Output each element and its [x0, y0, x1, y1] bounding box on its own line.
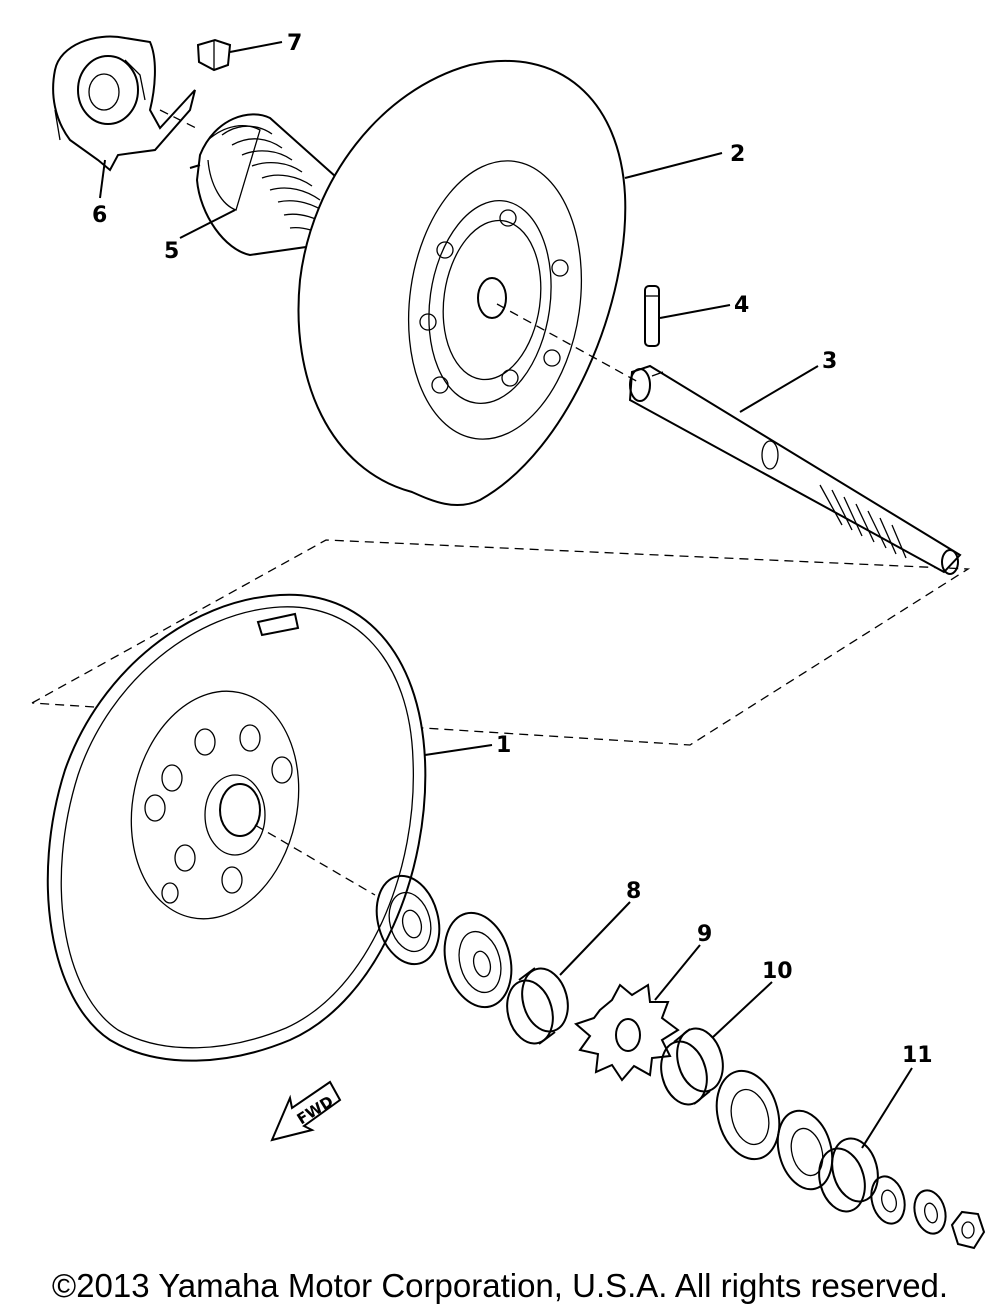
callout-5: 5: [164, 239, 179, 264]
part-washer-b: [913, 1189, 947, 1235]
callout-3: 3: [822, 349, 837, 374]
part-9-sprocket: [574, 983, 680, 1082]
callout-4: 4: [734, 293, 749, 318]
part-3-shaft: [628, 364, 962, 575]
copyright-notice: ©2013 Yamaha Motor Corporation, U.S.A. A…: [51, 1267, 949, 1304]
part-11-collar: [818, 1137, 879, 1213]
part-bearing-b: [443, 911, 513, 1009]
part-2-movable-sheave: [297, 59, 627, 507]
callout-9: 9: [697, 922, 712, 947]
part-10-collar: [660, 1027, 724, 1106]
callout-labels: 1 2 3 4 5 6 7 8 9 10 11: [92, 31, 933, 1068]
callout-8: 8: [626, 879, 641, 904]
fwd-direction-arrow: FWD: [270, 1080, 342, 1142]
part-bearing-d: [776, 1109, 834, 1191]
exploded-parts-diagram: FWD 1 2 3 4 5 6 7 8 9 10 11: [31, 31, 986, 1250]
part-bearing-a: [375, 874, 441, 966]
callout-1: 1: [496, 733, 511, 758]
callout-10: 10: [762, 959, 793, 984]
leader-lines: [99, 41, 913, 1149]
part-4-pin: [644, 285, 660, 347]
part-1-fixed-sheave: [46, 593, 427, 1062]
assembly-plane-outline: [31, 539, 971, 746]
center-axis-lines: [159, 109, 641, 896]
callout-6: 6: [92, 203, 107, 228]
part-8-collar: [506, 967, 569, 1045]
part-6-cam-bracket: [52, 35, 196, 172]
callout-11: 11: [902, 1043, 933, 1068]
part-bearing-c: [715, 1069, 781, 1161]
part-washer-a: [870, 1175, 906, 1225]
part-7-block: [196, 38, 232, 72]
callout-7: 7: [287, 31, 302, 56]
callout-2: 2: [730, 142, 745, 167]
part-nut: [950, 1210, 986, 1250]
